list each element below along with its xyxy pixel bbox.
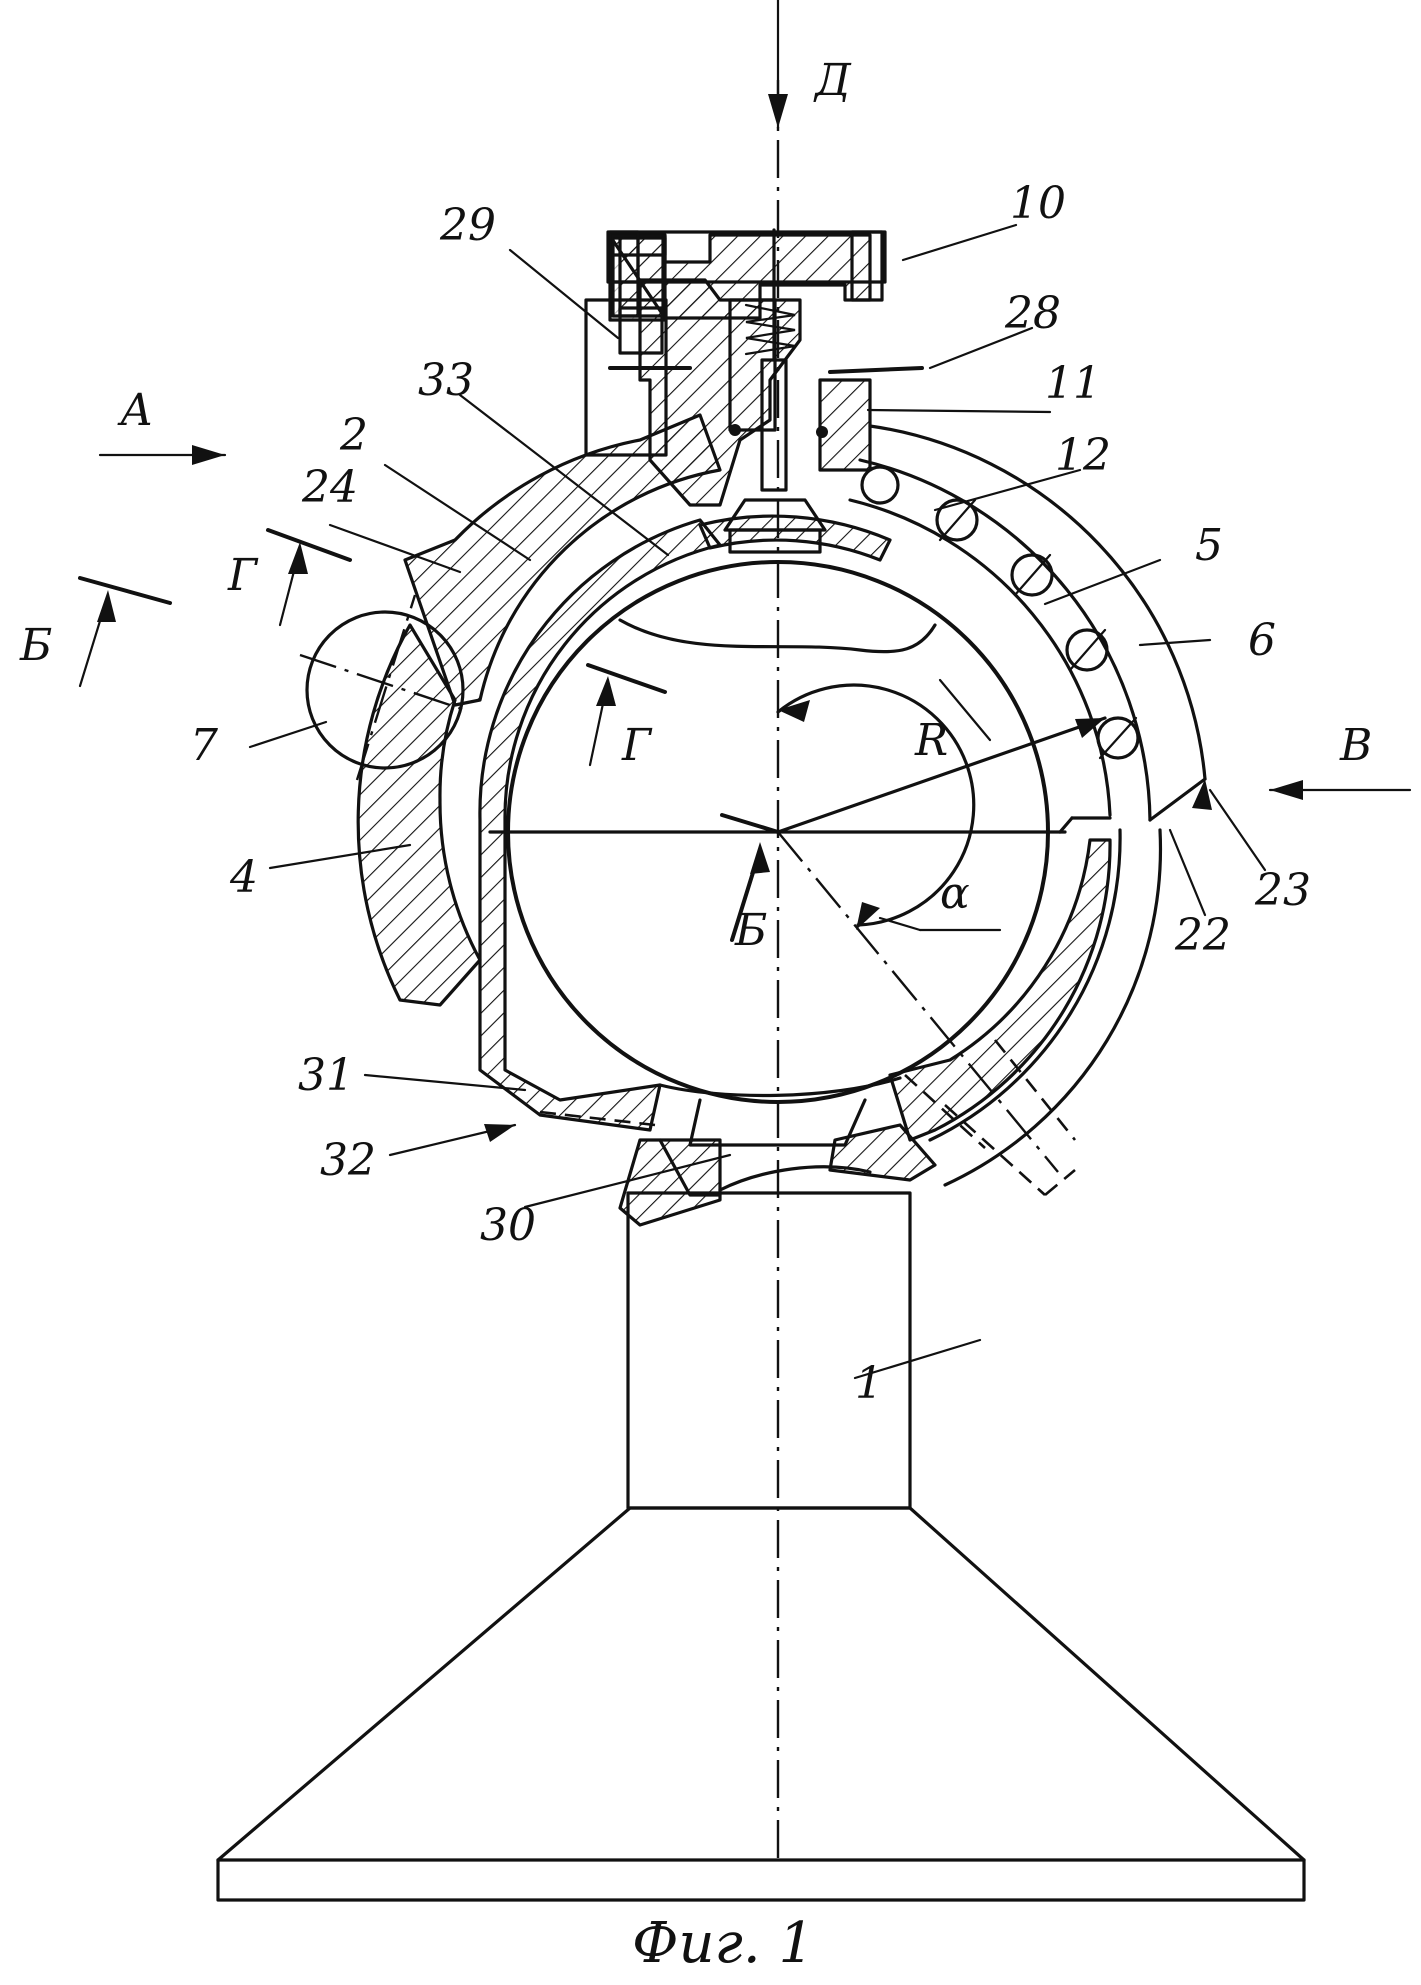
label-5: 5: [1195, 520, 1223, 571]
stand-base: [218, 1508, 1304, 1900]
label-22: 22: [1174, 910, 1231, 961]
angle-label: α: [940, 868, 970, 919]
view-label-A: А: [117, 385, 153, 436]
label-30: 30: [480, 1200, 536, 1251]
section-label-B-center: Б: [734, 905, 767, 956]
label-24: 24: [301, 462, 358, 513]
label-7: 7: [190, 720, 218, 771]
label-10: 10: [1010, 178, 1066, 229]
view-label-D: Д: [813, 55, 852, 106]
section-label-G-left: Г: [227, 550, 259, 601]
label-23: 23: [1254, 865, 1311, 916]
radius-label: R: [914, 715, 948, 766]
label-2: 2: [339, 410, 368, 461]
label-11: 11: [1045, 358, 1101, 409]
label-29: 29: [439, 200, 496, 251]
section-label-B-left: Б: [19, 620, 52, 671]
view-label-B: В: [1339, 720, 1372, 771]
label-12: 12: [1055, 430, 1111, 481]
section-label-G-inner: Г: [621, 720, 653, 771]
label-28: 28: [1004, 288, 1061, 339]
column-1: [628, 1193, 910, 1508]
label-4: 4: [229, 852, 258, 903]
label-33: 33: [418, 355, 474, 406]
label-1: 1: [855, 1358, 883, 1409]
label-32: 32: [320, 1135, 376, 1186]
figure-caption: Фиг. 1: [632, 1911, 814, 1976]
label-31: 31: [298, 1050, 354, 1101]
label-6: 6: [1248, 615, 1276, 666]
